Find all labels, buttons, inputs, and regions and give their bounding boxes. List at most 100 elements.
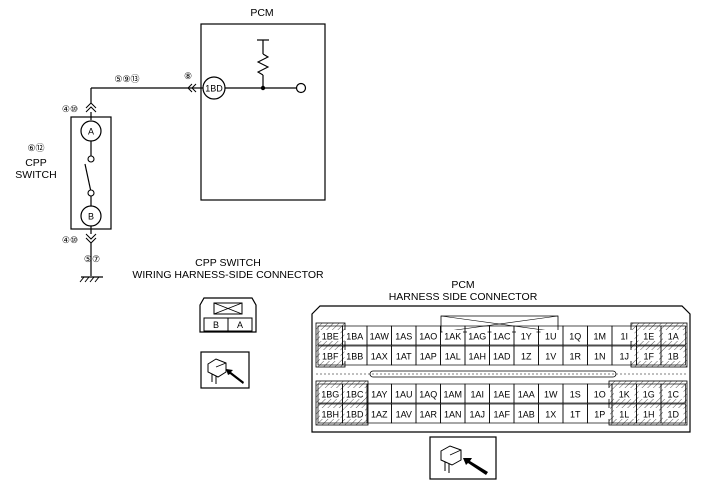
pcm-pin-label: 1AG <box>468 332 486 342</box>
cpp-connector-face: B A <box>199 297 257 333</box>
ground-icon <box>79 276 103 283</box>
pcm-pin-label: 1I <box>620 332 628 342</box>
pcm-pin-label: 1AT <box>396 352 412 362</box>
pcm-pin-label-bg <box>540 330 561 341</box>
pcm-pin-label-bg <box>540 408 561 419</box>
pcm-pin-label: 1AK <box>444 332 461 342</box>
pcm-pin-label-bg <box>491 330 512 341</box>
pcm-pin-label: 1AN <box>444 410 462 420</box>
pcm-pin-label-bg <box>516 408 537 419</box>
pcm-pin-label-bg <box>589 408 610 419</box>
pcm-pin-label-bg <box>320 388 341 399</box>
cpp-label-refs: ⑥⑫ <box>27 143 44 153</box>
pcm-pin-label: 1AF <box>493 410 510 420</box>
pcm-pin-label-bg <box>614 350 635 361</box>
pcm-pin-label: 1U <box>545 332 557 342</box>
pcm-pin-label: 1N <box>594 352 606 362</box>
pcm-pin-label-bg <box>663 408 684 419</box>
pcm-pin-label: 1AY <box>371 390 387 400</box>
pcm-pin-label: 1W <box>544 390 558 400</box>
pcm-pin-label-bg <box>663 388 684 399</box>
pcm-pin-label-bg <box>393 388 414 399</box>
pcm-pin-label: 1BH <box>321 410 339 420</box>
pcm-pin-label-bg <box>516 350 537 361</box>
pcm-pin-label-bg <box>614 388 635 399</box>
pcm-pin-label-bg <box>393 408 414 419</box>
pcm-pin-label-bg <box>369 408 390 419</box>
pcm-connector-view-icon <box>429 436 497 480</box>
cpp-connector-pin-b: B <box>213 320 219 330</box>
ground-ref: ⑤⑦ <box>84 254 100 264</box>
pcm-pin-label-bg <box>638 330 659 341</box>
pcm-pin-label-bg <box>344 408 365 419</box>
pcm-connector-title-1: PCM <box>451 279 474 291</box>
pcm-pin-label-bg <box>418 388 439 399</box>
pcm-pin-label: 1BA <box>346 332 363 342</box>
pcm-pin-label: 1M <box>593 332 606 342</box>
pcm-pin-label-bg <box>614 408 635 419</box>
pcm-pin-label: 1E <box>643 332 654 342</box>
cpp-terminal-a: A <box>80 120 102 142</box>
pcm-pin-label-bg <box>589 330 610 341</box>
pcm-pin-label: 1AJ <box>469 410 485 420</box>
pcm-pin-label: 1AR <box>419 410 437 420</box>
pcm-pin-label: 1C <box>667 390 679 400</box>
pcm-pin-label-bg <box>565 330 586 341</box>
pcm-pin-label-bg <box>589 350 610 361</box>
pcm-pin-label-bg <box>516 330 537 341</box>
pcm-pin-label-bg <box>369 350 390 361</box>
cpp-label-line2: SWITCH <box>15 169 56 181</box>
pcm-pin-label: 1Z <box>521 352 532 362</box>
pcm-pin-label-bg <box>589 388 610 399</box>
pcm-pin-label-bg <box>418 350 439 361</box>
pcm-pin-label-bg <box>442 330 463 341</box>
pcm-pin-label: 1AA <box>518 390 535 400</box>
pcm-pin-cell <box>660 403 686 424</box>
pcm-pin-label-bg <box>540 388 561 399</box>
cpp-connector-title-1: CPP SWITCH <box>195 257 261 269</box>
pcm-terminal-1bd: 1BD <box>202 76 226 100</box>
pcm-pin-label-bg <box>467 388 488 399</box>
pcm-pin-label: 1A <box>668 332 679 342</box>
pcm-pin-label: 1R <box>569 352 581 362</box>
pcm-pin-label: 1BF <box>322 352 339 362</box>
pcm-pin-label: 1AZ <box>371 410 388 420</box>
pcm-pin-label: 1AS <box>395 332 412 342</box>
pcm-pin-label: 1AE <box>493 390 510 400</box>
pcm-pin-label-bg <box>320 350 341 361</box>
cpp-terminal-b: B <box>80 205 102 227</box>
pcm-pin-label-bg <box>442 350 463 361</box>
pcm-pin-label-bg <box>663 350 684 361</box>
pcm-pin-label-bg <box>565 350 586 361</box>
pcm-pin-label-bg <box>320 408 341 419</box>
pcm-pin-label: 1AH <box>468 352 486 362</box>
terminal-a-label: A <box>88 127 94 137</box>
pcm-pin-label-bg <box>565 388 586 399</box>
pcm-pin-label-bg <box>491 350 512 361</box>
pcm-pin-label: 1P <box>594 410 605 420</box>
pcm-internal-pullup <box>225 39 307 94</box>
pcm-pin-label: 1D <box>667 410 679 420</box>
pcm-pin-label: 1H <box>643 410 655 420</box>
terminal-b-label: B <box>88 212 94 222</box>
pcm-pin-label-bg <box>369 388 390 399</box>
pcm-pin-label: 1V <box>545 352 556 362</box>
pcm-pin-label: 1F <box>643 352 654 362</box>
pcm-pin-label: 1AP <box>420 352 437 362</box>
pcm-pin-label: 1Q <box>569 332 581 342</box>
pcm-pin-label-bg <box>344 388 365 399</box>
pcm-pin-label: 1BE <box>322 332 339 342</box>
pcm-pin-label: 1BG <box>321 390 339 400</box>
pcm-pin-label: 1BD <box>346 410 364 420</box>
pcm-terminal-label: 1BD <box>205 84 223 94</box>
cpp-bottom-connector-ref: ④⑩ <box>62 235 78 245</box>
pcm-pin-label-bg <box>491 388 512 399</box>
pcm-pin-label-bg <box>565 408 586 419</box>
cpp-label-line1: CPP <box>25 157 47 169</box>
pcm-pin-label: 1AU <box>395 390 413 400</box>
pcm-pin-label-bg <box>418 408 439 419</box>
pcm-pin-label: 1B <box>668 352 679 362</box>
pcm-pin-label: 1G <box>643 390 655 400</box>
